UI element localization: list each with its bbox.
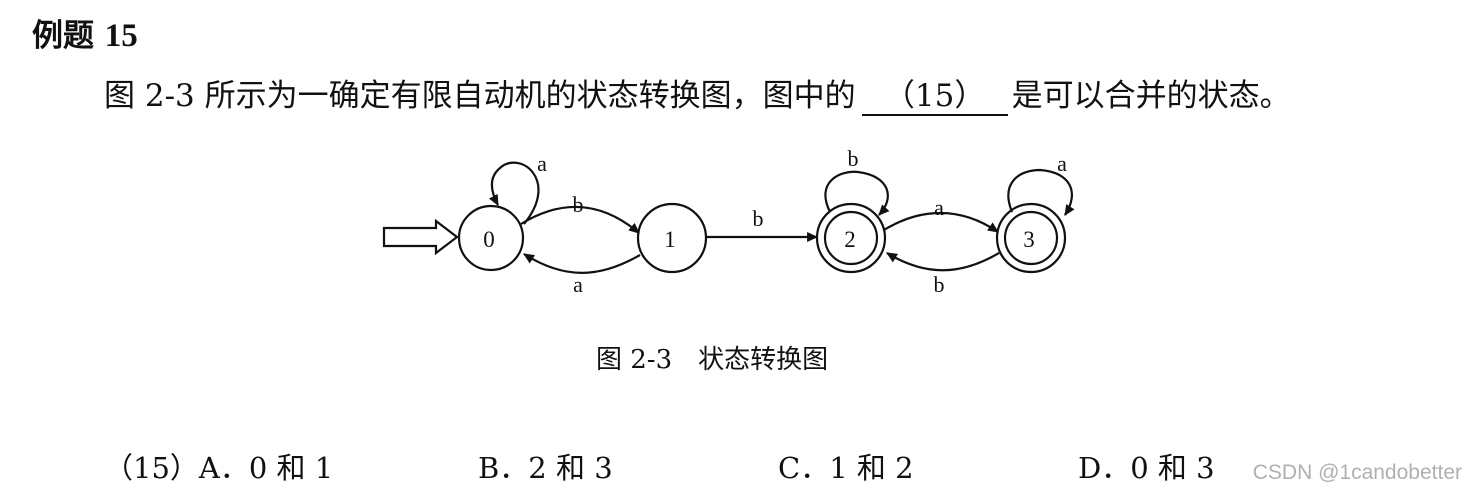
question-after: 是可以合并的状态。 <box>1011 78 1291 114</box>
state-2: 2 <box>815 202 887 274</box>
loop-0 <box>488 161 540 225</box>
heading-label: 例题 <box>32 18 94 54</box>
loop-3-label: a <box>1057 151 1067 176</box>
edge-0-1-label: b <box>573 192 584 217</box>
figure-caption: 图 2-3 状态转换图 <box>596 345 829 375</box>
state-0-label: 0 <box>483 227 495 252</box>
answer-blank: （15） <box>861 78 1008 116</box>
loop-2-label: b <box>848 146 859 171</box>
option-c: C．1 和 2 <box>778 451 914 485</box>
state-2-label: 2 <box>844 227 856 252</box>
option-a: （15）A．0 和 1 <box>104 451 334 485</box>
edge-1-0 <box>523 253 641 274</box>
loop-3 <box>1007 168 1075 216</box>
state-1-label: 1 <box>664 227 676 252</box>
edge-1-2-label: b <box>753 206 764 231</box>
question-text: 图 2-3 所示为一确定有限自动机的状态转换图，图中的（15）是可以合并的状态。 <box>104 74 1291 118</box>
edge-2-3-label: a <box>934 195 944 220</box>
option-d: D．0 和 3 <box>1078 451 1215 485</box>
edge-2-3 <box>883 211 999 233</box>
state-3-label: 3 <box>1023 227 1035 252</box>
question-before: 图 2-3 所示为一确定有限自动机的状态转换图，图中的 <box>104 78 856 114</box>
option-b: B．2 和 3 <box>478 451 613 485</box>
loop-2 <box>824 170 890 216</box>
example-heading: 例题 15 <box>32 14 138 58</box>
state-1: 1 <box>636 202 708 274</box>
watermark: CSDN @1candobetter <box>1252 461 1462 484</box>
heading-number: 15 <box>104 18 138 54</box>
edge-0-1 <box>520 206 640 234</box>
edge-1-0-label: a <box>573 272 583 297</box>
edge-3-2 <box>886 252 1000 272</box>
state-3: 3 <box>995 202 1067 274</box>
state-0: 0 <box>457 204 525 272</box>
loop-0-label: a <box>537 151 547 176</box>
start-arrow <box>382 218 459 256</box>
edge-3-2-label: b <box>934 272 945 297</box>
